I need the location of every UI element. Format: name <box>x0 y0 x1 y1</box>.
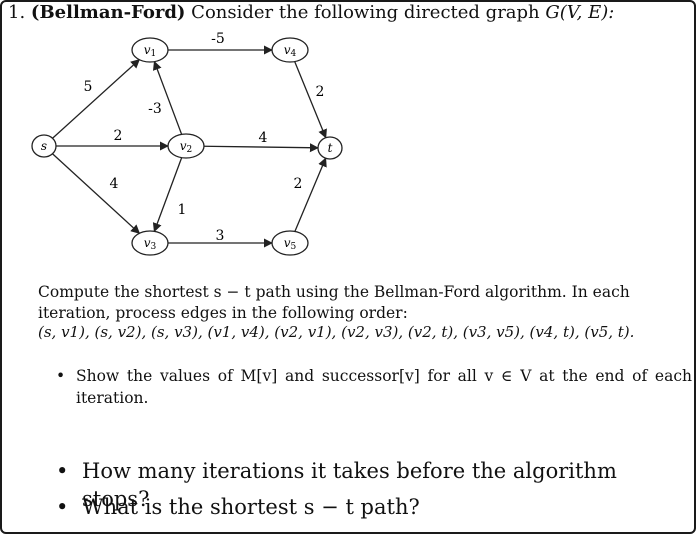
bullet-iterations: • How many iterations it takes before th… <box>56 457 686 513</box>
node-v4 <box>271 37 309 63</box>
problem-intro: Consider the following directed graph <box>191 2 540 23</box>
problem-number: 1. <box>8 2 26 23</box>
weight-v1-v4: -5 <box>211 31 225 47</box>
weight-s-v3: 4 <box>110 176 119 192</box>
edge-processing-order: (s, v1), (s, v2), (s, v3), (v1, v4), (v2… <box>38 323 635 341</box>
weight-v2-t: 4 <box>259 130 268 146</box>
node-label-t: t <box>328 141 333 155</box>
edge-s-v1 <box>52 59 141 139</box>
problem-heading: 1. (Bellman-Ford) Consider the following… <box>8 2 614 23</box>
bullet-show-values-text: Show the values of M[v] and successor[v]… <box>76 367 692 407</box>
bullet-shortest-path: • What is the shortest s − t path? <box>56 493 686 521</box>
problem-title: (Bellman-Ford) <box>30 2 186 23</box>
instructions-paragraph: Compute the shortest s − t path using th… <box>38 283 630 322</box>
weight-v5-t: 2 <box>294 176 303 192</box>
weight-v2-v1: -3 <box>148 101 162 117</box>
bullet-iterations-text: How many iterations it takes before the … <box>82 459 617 511</box>
edge-v2-t <box>203 143 319 153</box>
graph-notation: G(V, E): <box>545 2 615 23</box>
weight-s-v1: 5 <box>84 79 93 95</box>
weight-v3-v5: 3 <box>216 228 225 244</box>
node-t <box>317 136 343 160</box>
bullet-dot: • <box>56 367 66 385</box>
node-v1 <box>131 37 169 63</box>
edge-v2-v3 <box>152 157 183 233</box>
node-v3 <box>131 230 169 256</box>
edge-v4-t <box>294 61 327 139</box>
node-s <box>31 134 57 158</box>
node-label-s: s <box>41 139 47 153</box>
node-v5 <box>271 230 309 256</box>
edge-v5-t <box>294 157 327 232</box>
bullet-show-values: • Show the values of M[v] and successor[… <box>56 365 692 409</box>
bullet-dot: • <box>56 459 69 483</box>
edge-v2-v1 <box>152 60 183 135</box>
weight-v2-v3: 1 <box>178 202 187 218</box>
weight-v4-t: 2 <box>316 84 325 100</box>
bullet-shortest-path-text: What is the shortest s − t path? <box>82 495 420 519</box>
weight-s-v2: 2 <box>114 128 123 144</box>
edge-s-v3 <box>52 153 141 234</box>
bullet-dot: • <box>56 495 69 519</box>
node-v2 <box>167 133 205 159</box>
edge-layer: 5 2 4 -5 -3 1 4 3 2 2 <box>52 31 327 248</box>
